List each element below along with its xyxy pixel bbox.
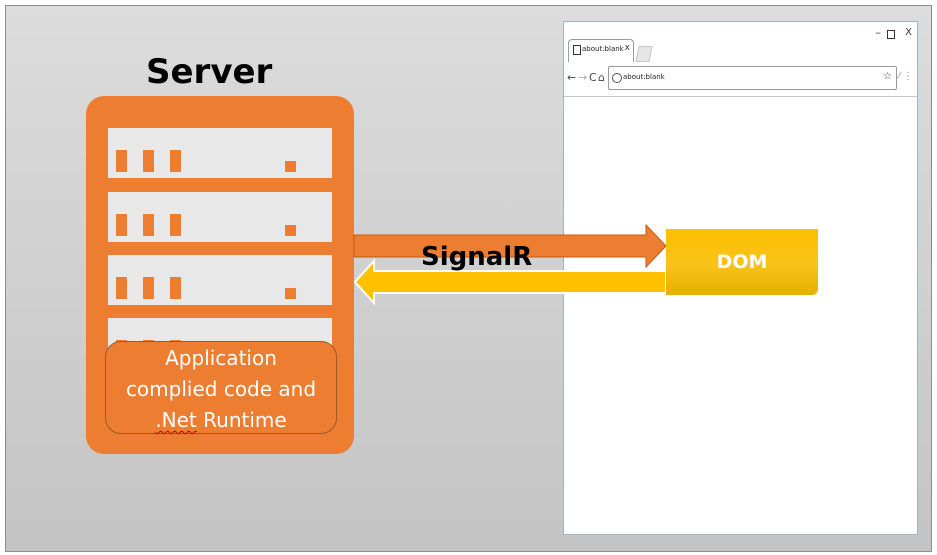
application-line-1: Application [165, 346, 277, 370]
application-line-2: complied code and [125, 377, 317, 401]
forward-icon[interactable]: → [578, 71, 588, 84]
tab-close-icon[interactable]: x [624, 43, 630, 53]
address-url: about:blank [623, 73, 665, 81]
browser-toolbar: ← → C ⌂ about:blank ☆ ⁄ ⋮ [564, 62, 917, 97]
address-bar[interactable]: about:blank ☆ [608, 66, 897, 90]
rack-indicator [285, 288, 296, 299]
rack-led [116, 214, 127, 236]
server-title: Server [146, 52, 273, 92]
rack-indicator [285, 161, 296, 172]
page-icon [573, 45, 581, 55]
rack-led [143, 277, 154, 299]
rack-led [170, 214, 181, 236]
back-icon[interactable]: ← [567, 71, 577, 84]
diagram-slide: Server Application complied code and [5, 5, 932, 552]
browser-tabstrip: about:blank x – X [564, 22, 917, 62]
rack-led [170, 277, 181, 299]
dom-box: DOM [666, 229, 818, 295]
rack-unit [108, 192, 332, 242]
rack-led [116, 277, 127, 299]
runtime-word: Runtime [196, 408, 287, 432]
arrow-to-server [353, 258, 667, 306]
maximize-button[interactable] [887, 30, 895, 39]
dotnet-word: .Net [155, 408, 197, 432]
rack-indicator [285, 225, 296, 236]
rack-unit [108, 255, 332, 305]
close-button[interactable]: X [905, 27, 912, 38]
application-box: Application complied code and .Net Runti… [105, 341, 337, 434]
minimize-button[interactable]: – [875, 26, 882, 39]
rack-led [143, 214, 154, 236]
bookmark-star-icon[interactable]: ☆ [883, 71, 892, 82]
rack-led [170, 150, 181, 172]
home-icon[interactable]: ⌂ [598, 71, 605, 84]
application-line-3: .Net Runtime [106, 405, 336, 436]
info-icon[interactable] [612, 73, 622, 83]
rack-unit [108, 128, 332, 178]
signalr-label: SignalR [421, 242, 533, 272]
browser-tab[interactable]: about:blank x [568, 39, 634, 62]
rack-led [116, 150, 127, 172]
arrow-to-browser [353, 223, 667, 269]
signalr-arrows [353, 223, 667, 306]
tab-label: about:blank [582, 45, 624, 53]
rack-led [143, 150, 154, 172]
menu-icon[interactable]: ⁄ ⋮ [898, 71, 913, 82]
reload-icon[interactable]: C [589, 71, 597, 84]
